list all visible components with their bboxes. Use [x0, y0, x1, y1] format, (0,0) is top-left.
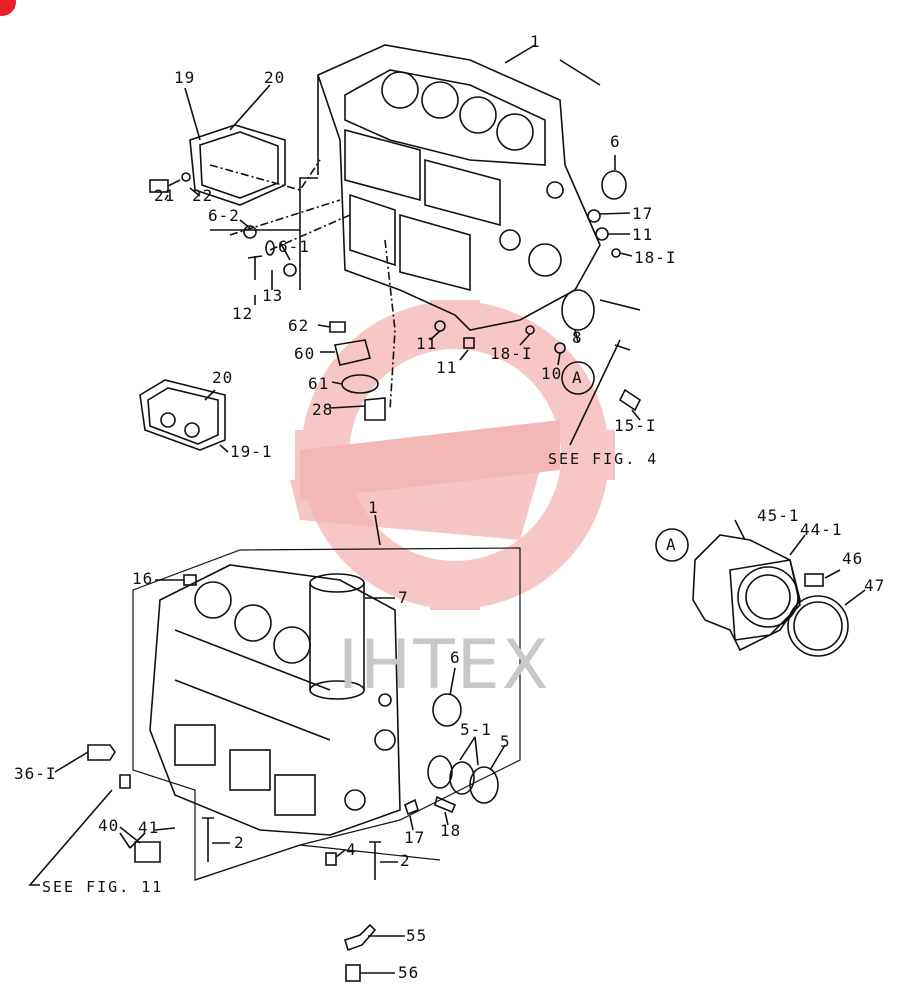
part-label: 41 [138, 818, 160, 837]
part-label: 46 [842, 549, 864, 568]
part-label: 16 [132, 569, 154, 588]
part-label: 21 [154, 186, 176, 205]
part-label: 8 [572, 328, 583, 347]
part-label: 18-I [634, 248, 677, 267]
part-label: 18 [440, 821, 462, 840]
part-label: 6-1 [278, 237, 310, 256]
part-label: 5-1 [460, 720, 492, 739]
part-label: 7 [398, 588, 409, 607]
part-label: 15-I [614, 416, 657, 435]
watermark-text: IHTEX [338, 626, 551, 705]
part-label: 55 [406, 926, 428, 945]
part-label: 18-I [490, 344, 533, 363]
callout-a-lower: A [666, 535, 677, 554]
part-label: 6 [450, 648, 461, 667]
part-label: 20 [264, 68, 286, 87]
part-label: 4 [346, 840, 357, 859]
part-label: 11 [632, 225, 654, 244]
part-label: 62 [288, 316, 310, 335]
see-fig-4-note: SEE FIG. 4 [548, 450, 659, 468]
part-label: 17 [404, 828, 426, 847]
watermark-gear-icon [290, 300, 615, 610]
part-label: 2 [234, 833, 245, 852]
part-label: 56 [398, 963, 420, 982]
part-label: 11 [436, 358, 458, 377]
part-label: 40 [98, 816, 120, 835]
part-label: 1 [368, 498, 379, 517]
part-label: 6-2 [208, 206, 240, 225]
part-label: 5 [500, 732, 511, 751]
part-label: 12 [232, 304, 254, 323]
part-label: 13 [262, 286, 284, 305]
see-fig-11-note: SEE FIG. 11 [42, 878, 164, 896]
part-label: 47 [864, 576, 886, 595]
part-label: 28 [312, 400, 334, 419]
part-label: 61 [308, 374, 330, 393]
part-label: 60 [294, 344, 316, 363]
part-label: 45-1 [757, 506, 800, 525]
part-label: 19-1 [230, 442, 273, 461]
part-label: 19 [174, 68, 196, 87]
part-label: 6 [610, 132, 621, 151]
part-label: 36-I [14, 764, 57, 783]
callout-a-upper: A [572, 368, 583, 387]
part-label: 11 [416, 334, 438, 353]
part-label: 22 [192, 186, 214, 205]
part-label: 44-1 [800, 520, 843, 539]
part-label: 17 [632, 204, 654, 223]
part-label: 2 [400, 851, 411, 870]
part-label: 20 [212, 368, 234, 387]
linework [28, 44, 866, 982]
part-label: 10 [541, 364, 563, 383]
part-label: 1 [530, 32, 541, 51]
